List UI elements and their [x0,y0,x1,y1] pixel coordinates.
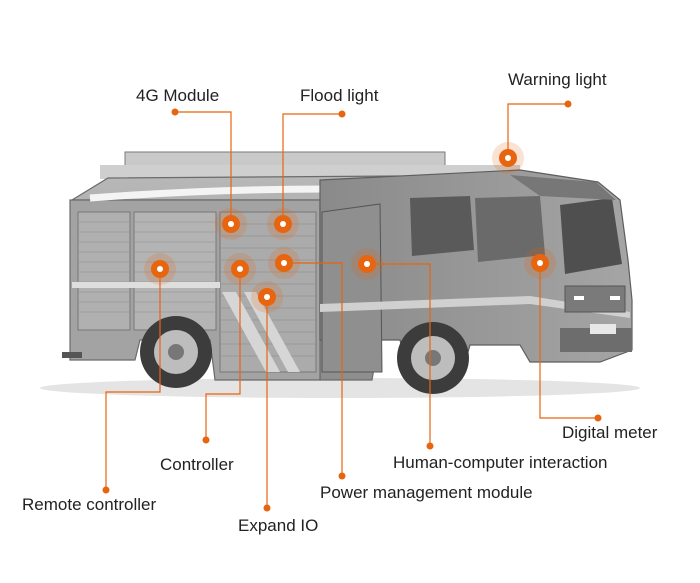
windshield [560,198,622,274]
hotspot-flood-light [267,208,299,240]
end-dot-human-computer-interaction [426,442,434,450]
end-dot-flood-light [338,110,346,118]
line-power-management-module [284,262,343,476]
leader-end-dots [102,100,602,512]
hotspot-remote-controller [144,253,176,285]
end-dot-expand-io [263,504,271,512]
cab-window-front [475,196,545,262]
cab-window-side [410,196,474,256]
headlight-right [610,296,620,300]
headlight-left [574,296,584,300]
end-dot-digital-meter [594,414,602,422]
line-remote-controller [105,269,161,490]
line-human-computer-interaction [367,263,431,446]
line-4g-module [175,111,232,224]
end-dot-4g-module [171,108,179,116]
cab-door-rear [321,203,383,373]
label-controller: Controller [160,455,234,474]
end-dot-warning-light [564,100,572,108]
rear-shutter-1 [77,211,131,331]
line-flood-light [282,113,342,224]
label-remote-controller: Remote controller [22,495,157,514]
hotspot-digital-meter [524,247,556,279]
label-flood-light: Flood light [300,86,379,105]
line-warning-light [507,103,568,158]
hotspots [144,142,556,313]
label-human-computer-interaction: Human-computer interaction [393,453,608,472]
cab-roof [510,175,616,200]
side-step [62,352,82,358]
label-warning-light: Warning light [508,70,607,89]
end-dot-power-management-module [338,472,346,480]
ground-shadow [40,378,640,398]
label-expand-io: Expand IO [238,516,319,535]
callout-lines [105,103,598,508]
reflective-stripe [72,282,220,288]
cab-stripe [320,296,630,318]
line-digital-meter [539,263,598,419]
rear-shutter-2 [133,211,217,331]
label-4g-module: 4G Module [136,86,220,105]
hotspot-expand-io [251,281,283,313]
hotspot-controller [224,253,256,285]
label-power-management-module: Power management module [320,483,533,502]
hotspot-power-management-module [268,247,300,279]
front-wheel [397,322,469,394]
hotspot-4g-module [215,208,247,240]
hotspot-human-computer-interaction [351,248,383,280]
line-controller [205,269,241,440]
rear-wheel [140,316,212,388]
hotspot-warning-light [492,142,524,174]
label-digital-meter: Digital meter [562,423,658,442]
end-dot-remote-controller [102,486,110,494]
end-dot-controller [202,436,210,444]
license-plate [590,324,616,334]
roof-rack [124,151,446,167]
